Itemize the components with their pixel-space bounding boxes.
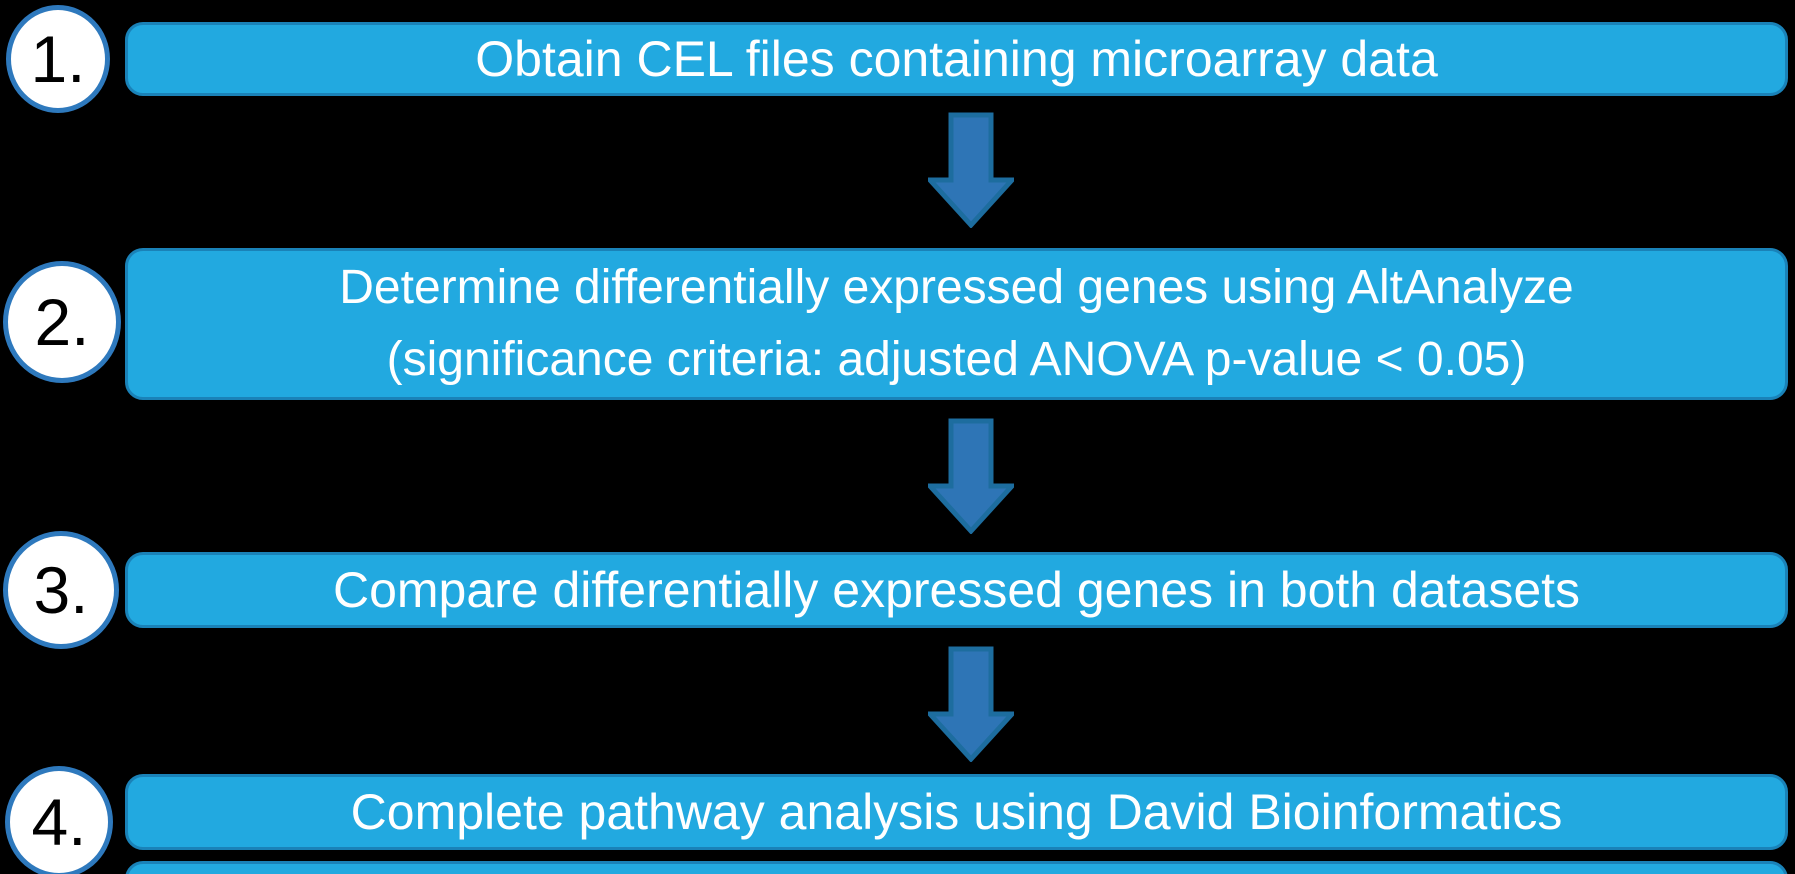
down-arrow-icon	[928, 418, 1014, 534]
step-1-number-circle: 1.	[6, 5, 110, 113]
step-2-box: Determine differentially expressed genes…	[125, 248, 1788, 400]
step-3-box: Compare differentially expressed genes i…	[125, 552, 1788, 628]
partial-next-box	[125, 861, 1788, 874]
step-1-text: Obtain CEL files containing microarray d…	[475, 31, 1438, 87]
step-2-text-line-1: Determine differentially expressed genes…	[339, 261, 1574, 314]
step-2-text-line-2: (significance criteria: adjusted ANOVA p…	[386, 333, 1527, 386]
step-3-number-circle: 3.	[3, 531, 119, 649]
step-4-number-circle: 4.	[5, 766, 113, 874]
step-4-number: 4.	[31, 785, 87, 859]
step-3-text: Compare differentially expressed genes i…	[332, 562, 1581, 618]
step-1-box: Obtain CEL files containing microarray d…	[125, 22, 1788, 96]
step-4-box: Complete pathway analysis using David Bi…	[125, 774, 1788, 850]
step-4-text: Complete pathway analysis using David Bi…	[350, 784, 1563, 840]
step-1-number: 1.	[30, 22, 86, 96]
down-arrow-icon	[928, 646, 1014, 762]
step-3-number: 3.	[33, 553, 89, 627]
step-2-number: 2.	[34, 285, 90, 359]
down-arrow-icon	[928, 112, 1014, 228]
step-2-number-circle: 2.	[3, 261, 121, 383]
